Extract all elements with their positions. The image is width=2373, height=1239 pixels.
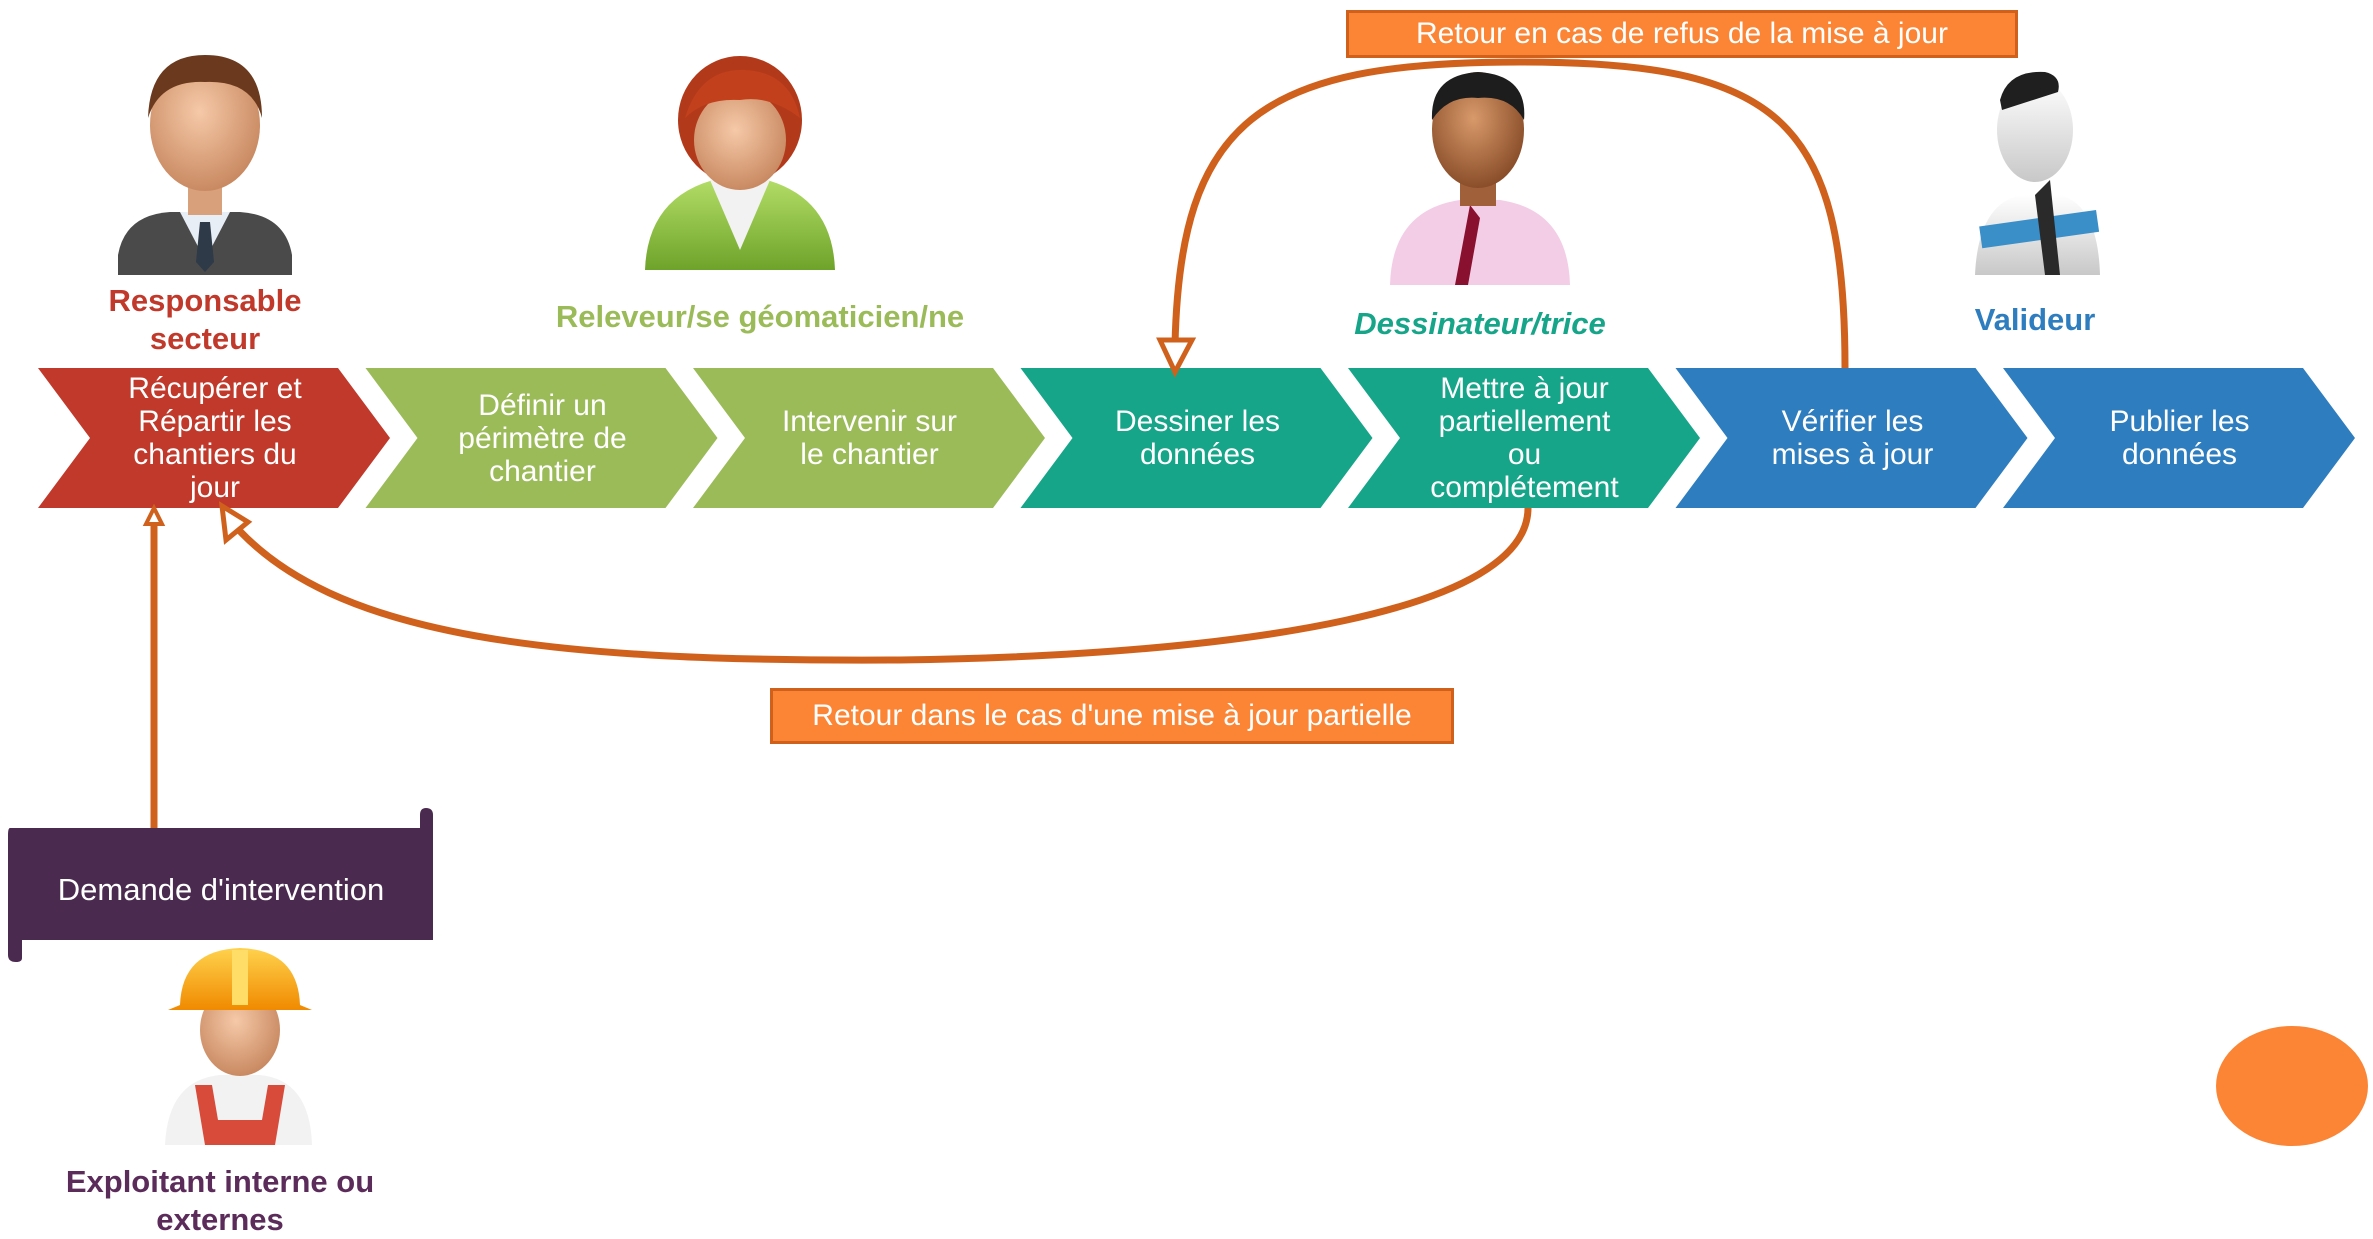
- refus-arrowhead: [1156, 337, 1197, 378]
- man-pink-shirt-icon: [1390, 72, 1570, 285]
- chevron-step-2: [365, 368, 718, 508]
- callout-partielle: Retour dans le cas d'une mise à jour par…: [770, 688, 1454, 744]
- demande-label: Demande d'intervention: [57, 872, 385, 907]
- chevron-step-6: [1675, 368, 2028, 508]
- demande-arrowhead: [142, 503, 166, 526]
- partielle-return-arrow: [227, 507, 1532, 664]
- chevron-step-3: [693, 368, 1045, 508]
- role-exploitant: Exploitant interne ou externes: [65, 1164, 375, 1237]
- role-dessinateur: Dessinateur/trice: [1354, 306, 1606, 341]
- validator-icon: [1975, 71, 2100, 275]
- step-recuperer: Récupérer et Répartir les chantiers du j…: [128, 372, 302, 504]
- step-verifier: Vérifier les mises à jour: [1771, 405, 1934, 471]
- step-intervenir: Intervenir sur le chantier: [781, 405, 958, 471]
- step-dessiner: Dessiner les données: [1114, 405, 1281, 471]
- role-responsable: Responsable secteur: [108, 283, 302, 356]
- step-publier: Publier les données: [2109, 405, 2250, 471]
- step-definir: Définir un périmètre de chantier: [458, 388, 627, 488]
- refus-return-arrow: [1171, 58, 1849, 369]
- decorative-orange-circle: [2216, 1026, 2368, 1146]
- role-releveur: Releveur/se géomaticien/ne: [555, 299, 965, 334]
- partielle-arrowhead: [218, 501, 253, 545]
- businessman-icon: [118, 55, 292, 275]
- worker-helmet-icon: [165, 948, 312, 1145]
- chevron-step-7: [2003, 368, 2355, 508]
- role-valideur: Valideur: [1974, 302, 2096, 337]
- chevron-step-4: [1020, 368, 1373, 508]
- chevron-step-1: [38, 368, 390, 508]
- demande-scroll: [8, 808, 433, 962]
- chevron-step-5: [1348, 368, 1700, 508]
- woman-green-icon: [645, 56, 835, 270]
- callout-refus: Retour en cas de refus de la mise à jour: [1346, 10, 2018, 58]
- step-mettre-a-jour: Mettre à jour partiellement ou complétem…: [1430, 372, 1619, 504]
